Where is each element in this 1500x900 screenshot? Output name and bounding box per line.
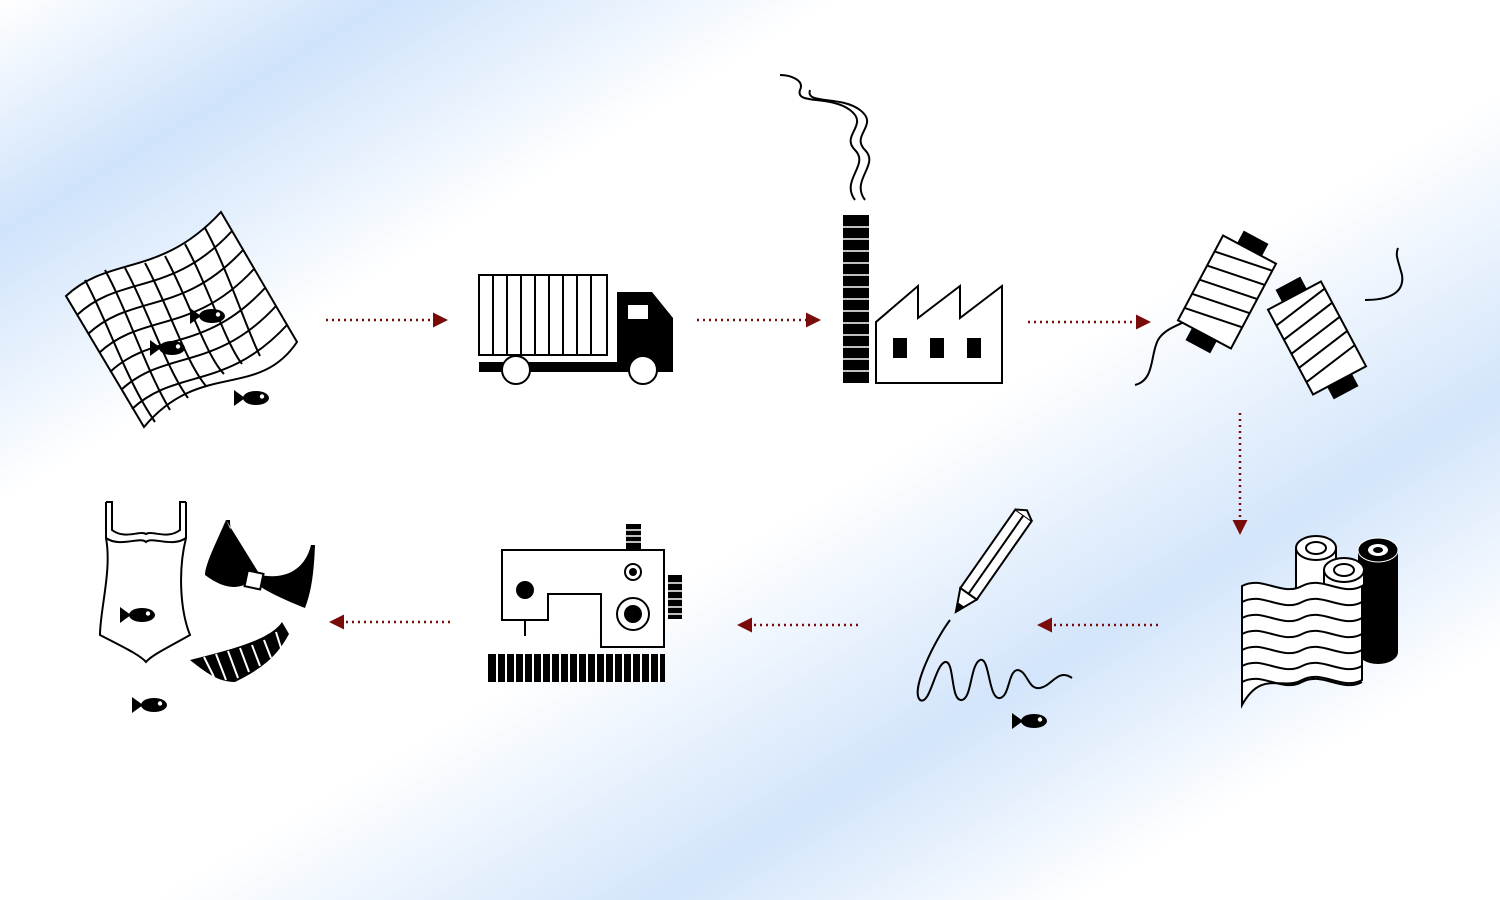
smoke-icon [779, 74, 861, 201]
pencil-sketch-icon [916, 508, 1073, 702]
truck-icon [478, 274, 673, 385]
fishing-net-icon [64, 210, 299, 429]
fabric-rolls-icon [1241, 535, 1399, 709]
sewing-machine-icon [488, 524, 682, 682]
bikini-bottom-icon [190, 622, 289, 682]
bikini-top-icon [205, 520, 315, 608]
one-piece-swimsuit-icon [98, 501, 192, 664]
swimwear-icon [98, 501, 315, 682]
factory-icon [779, 74, 1003, 384]
fish-icon [132, 697, 167, 713]
fish-icon [234, 390, 269, 406]
thread-spools-icon [1134, 230, 1404, 400]
fish-icon [1012, 713, 1047, 729]
